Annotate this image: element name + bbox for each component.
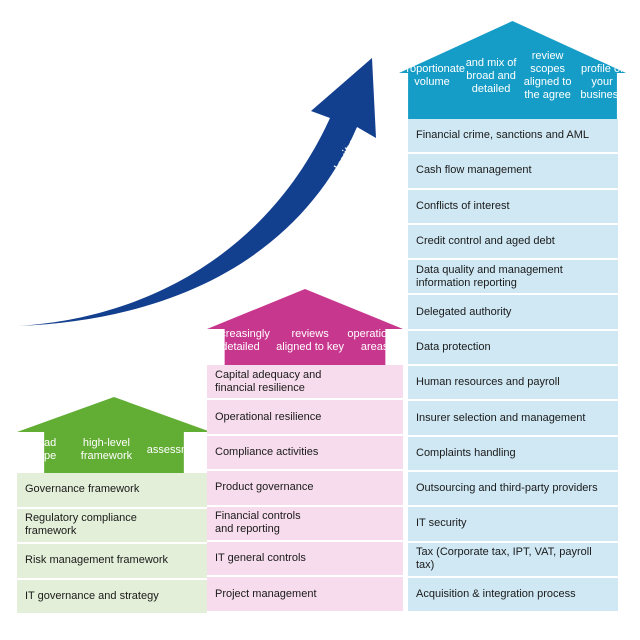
- list-item-label: Operational resilience: [215, 410, 322, 423]
- column-heading-line: reviews aligned to key: [276, 328, 345, 353]
- column-heading-line: assessments: [146, 443, 211, 456]
- list-item-label: Capital adequacy and: [215, 368, 322, 381]
- list-item-label: IT general controls: [215, 552, 306, 565]
- list-item-label: IT security: [416, 517, 467, 530]
- list-item: Product governance: [207, 471, 403, 507]
- column-heading-line: review scopes aligned to the agree: [523, 50, 572, 101]
- column-broad-scope: Broad scope high-level framework assessmen…: [17, 397, 211, 615]
- list-item: Project management: [207, 577, 403, 613]
- column-rows-proportionate: Financial crime, sanctions and AML Cash f…: [408, 119, 618, 614]
- list-item-label: IT governance and strategy: [25, 589, 159, 602]
- list-item: Credit control and aged debt: [408, 224, 618, 261]
- list-item-label: Cash flow management: [416, 164, 532, 177]
- list-item-label: and reporting: [215, 523, 280, 536]
- list-item-label: Insurer selection and management: [416, 411, 586, 424]
- list-item-label: Project management: [215, 587, 317, 600]
- list-item-label: Financial crime, sanctions and AML: [416, 129, 590, 142]
- list-item-label: Product governance: [215, 481, 314, 494]
- list-item-label: Compliance activities: [215, 445, 319, 458]
- list-item-label: Regulatory compliance: [25, 512, 137, 525]
- list-item-label: Complaints handling: [416, 446, 516, 459]
- list-item-label: Governance framework: [25, 483, 140, 496]
- list-item: Tax (Corporate tax, IPT, VAT, payroll ta…: [408, 542, 618, 578]
- list-item-label: Data quality and management: [416, 263, 563, 276]
- list-item-label: Outsourcing and third-party providers: [416, 482, 598, 495]
- column-heading-line: risk profile of your business: [580, 50, 624, 101]
- list-item: Data protection: [408, 330, 618, 367]
- list-item: Complaints handling: [408, 436, 618, 472]
- list-item-label: Data protection: [416, 340, 491, 353]
- list-item: Acquisition & integration process: [408, 577, 618, 614]
- list-item-label: Human resources and payroll: [416, 376, 560, 389]
- list-item: Risk management framework: [17, 544, 211, 580]
- list-item-label: information reporting: [416, 276, 517, 289]
- complexity-arrow-shape: [18, 58, 376, 326]
- list-item-label: Delegated authority: [416, 305, 512, 318]
- list-item-label: Conflicts of interest: [416, 199, 510, 212]
- list-item-label: framework: [25, 525, 77, 538]
- list-item-label: Risk management framework: [25, 554, 169, 567]
- list-item: Operational resilience: [207, 400, 403, 436]
- list-item-label: financial resilience: [215, 381, 305, 394]
- list-item: Financial crime, sanctions and AML: [408, 119, 618, 155]
- column-heading-line: and mix of broad and detailed: [465, 56, 517, 95]
- list-item: Outsourcing and third-party providers: [408, 471, 618, 508]
- list-item-label: Tax (Corporate tax, IPT, VAT, payroll ta…: [416, 546, 592, 572]
- column-heading-broad-scope: Broad scope high-level framework assessmen…: [17, 397, 211, 475]
- list-item: Conflicts of interest: [408, 189, 618, 225]
- list-item: Governance framework: [17, 473, 211, 509]
- column-heading-line: Increasingly detailed: [211, 328, 270, 353]
- list-item: Cash flow management: [408, 154, 618, 190]
- list-item: IT general controls: [207, 541, 403, 578]
- list-item-label: Acquisition & integration process: [416, 588, 576, 600]
- list-item: Compliance activities: [207, 435, 403, 472]
- list-item: IT governance and strategy: [17, 579, 211, 615]
- list-item: Insurer selection and management: [408, 401, 618, 437]
- column-heading-line: high-level framework: [80, 437, 133, 462]
- column-heading-line: operational areas: [347, 328, 402, 353]
- column-heading-line: Proportionate volume: [399, 63, 466, 88]
- column-heading-line: Broad scope: [26, 437, 57, 462]
- list-item: IT security: [408, 507, 618, 543]
- list-item: Delegated authority: [408, 295, 618, 331]
- list-item-label: Credit control and aged debt: [416, 235, 555, 248]
- list-item: Human resources and payroll: [408, 366, 618, 402]
- list-item-label: Financial controls: [215, 510, 301, 523]
